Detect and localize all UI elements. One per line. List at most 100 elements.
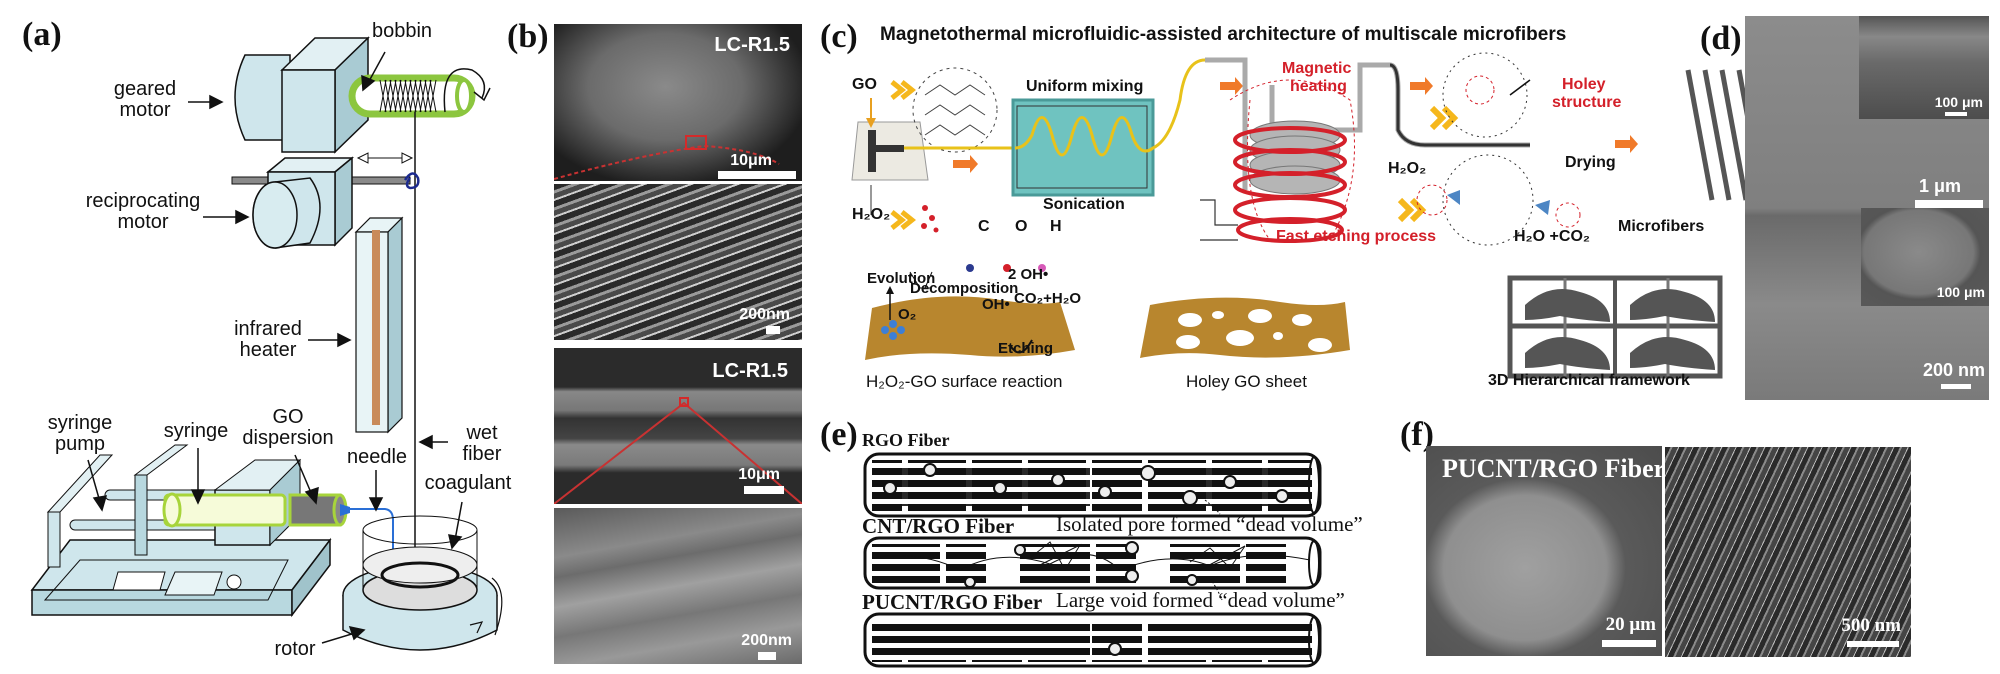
sem-f1-title: PUCNT/RGO Fiber bbox=[1442, 454, 1662, 483]
label-infrared-heater-line2: heater bbox=[239, 339, 297, 361]
fiber-name-rgo: RGO Fiber bbox=[862, 430, 950, 450]
label-rotor: rotor bbox=[274, 638, 316, 660]
sem-d-inset-top-scalebar bbox=[1945, 112, 1967, 116]
fiber-note-large-void: Large void formed “dead volume” bbox=[1056, 588, 1345, 612]
holey-structure-line1: Holey bbox=[1562, 76, 1606, 93]
input-h2o2-label: H₂O₂ bbox=[852, 206, 891, 223]
sem-b3-scale-bar bbox=[744, 486, 784, 494]
reciprocating-motor bbox=[231, 156, 420, 249]
legend-c: C bbox=[978, 218, 990, 235]
label-geared-motor-line2: motor bbox=[119, 99, 171, 121]
reaction-evolution: Evolution bbox=[867, 270, 936, 287]
sem-f2-scale-text: 500 nm bbox=[1841, 615, 1901, 636]
sem-image-b2: 200nm bbox=[554, 184, 802, 340]
legend-o: O bbox=[1015, 218, 1028, 235]
label-go-dispersion-line1: GO bbox=[272, 406, 304, 428]
panel-label-f: (f) bbox=[1400, 416, 1434, 453]
label-reciprocating-motor-line2: motor bbox=[117, 211, 169, 233]
sem-b2-scale-text: 200nm bbox=[739, 306, 790, 323]
label-reciprocating-motor-line1: reciprocating bbox=[85, 190, 201, 212]
rotor-and-coagulant-bath bbox=[342, 515, 503, 651]
sem-b2-scale-bar bbox=[766, 326, 780, 334]
sem-image-f1: PUCNT/RGO Fiber 20 μm bbox=[1426, 446, 1662, 656]
sem-image-d: 100 μm 1 μm 100 μm 200 nm bbox=[1745, 16, 1989, 400]
panel-label-e: (e) bbox=[820, 416, 858, 453]
sem-f1-scale-bar bbox=[1602, 640, 1656, 647]
panel-label-d: (d) bbox=[1700, 20, 1742, 57]
pucnt-rgo-fiber bbox=[863, 612, 1322, 668]
step-uniform-mixing: Uniform mixing bbox=[1026, 78, 1144, 95]
sem-image-f2: 500 nm bbox=[1665, 447, 1911, 657]
sem-d-inset-bottom-scale: 100 μm bbox=[1936, 284, 1985, 300]
reaction-oh-radical: OH• bbox=[982, 296, 1010, 313]
panel-label-b: (b) bbox=[507, 18, 549, 55]
label-syringe: syringe bbox=[163, 420, 229, 442]
label-bobbin: bobbin bbox=[372, 20, 433, 42]
sem-d-inset-top-scale: 100 μm bbox=[1934, 94, 1983, 110]
sem-d-bottom-scale: 200 nm bbox=[1922, 360, 1985, 380]
step-magnetic-heating-line2: heating bbox=[1290, 78, 1347, 95]
caption-3d-framework: 3D Hierarchical framework bbox=[1488, 372, 1690, 389]
geared-motor bbox=[234, 36, 370, 154]
3d-framework bbox=[1507, 275, 1723, 379]
label-infrared-heater-line1: infrared bbox=[234, 318, 302, 340]
sem-f1-scale-text: 20 μm bbox=[1605, 614, 1656, 635]
reaction-co2-h2o: CO₂+H₂O bbox=[1014, 290, 1082, 307]
go-sheets-illustration bbox=[865, 271, 1723, 379]
label-geared-motor-line1: geared bbox=[113, 78, 177, 100]
sem-image-b1: LC-R1.5 10μm bbox=[554, 24, 802, 181]
holey-structure-line2: structure bbox=[1552, 94, 1622, 111]
sem-b4-scale-bar bbox=[758, 652, 776, 660]
panel-c-title: Magnetothermal microfluidic-assisted arc… bbox=[880, 24, 1567, 45]
rgo-fiber bbox=[863, 452, 1322, 518]
label-go-dispersion-line2: dispersion bbox=[242, 427, 334, 449]
sem-d-main-scalebar bbox=[1915, 200, 1983, 208]
sem-d-inset-top bbox=[1859, 16, 1989, 119]
sem-d-bottom-scalebar bbox=[1941, 384, 1971, 389]
fiber-name-cnt-rgo: CNT/RGO Fiber bbox=[862, 514, 1015, 538]
label-coagulant: coagulant bbox=[424, 472, 512, 494]
reaction-o2: O₂ bbox=[898, 306, 917, 323]
fiber-cross-section-diagram bbox=[863, 452, 1322, 668]
label-syringe-pump-line2: pump bbox=[54, 433, 106, 455]
reaction-decomposition: Decomposition bbox=[910, 280, 1019, 297]
reaction-etching: Etching bbox=[998, 340, 1053, 357]
pointer-arrows bbox=[87, 51, 463, 644]
sem-b1-scale-text: 10μm bbox=[730, 152, 772, 169]
sem-f2-scale-bar bbox=[1847, 641, 1899, 647]
panel-label-a: (a) bbox=[22, 16, 62, 53]
caption-surface-reaction: H₂O₂-GO surface reaction bbox=[866, 372, 1063, 391]
sem-b1-sample-label: LC-R1.5 bbox=[714, 34, 790, 56]
sem-d-inset-bottom bbox=[1861, 208, 1989, 306]
cnt-rgo-fiber bbox=[863, 536, 1322, 590]
sem-b4-scale-text: 200nm bbox=[741, 632, 792, 649]
sem-b3-scale-text: 10μm bbox=[738, 466, 780, 483]
reaction-2oh-radical: 2 OH• bbox=[1008, 266, 1049, 283]
sem-image-b3: LC-R1.5 10μm bbox=[554, 348, 802, 504]
step-drying: Drying bbox=[1565, 154, 1616, 171]
fiber-spinning-apparatus-diagram bbox=[30, 36, 503, 651]
step-sonication: Sonication bbox=[1043, 196, 1125, 213]
sem-b3-sample-label: LC-R1.5 bbox=[712, 360, 788, 382]
sem-b1-scale-bar bbox=[718, 171, 796, 179]
legend-h: H bbox=[1050, 218, 1062, 235]
panel-label-c: (c) bbox=[820, 18, 858, 55]
fiber-name-pucnt-rgo: PUCNT/RGO Fiber bbox=[862, 590, 1043, 614]
etching-products-label: H₂O +CO₂ bbox=[1514, 228, 1591, 245]
label-wet-fiber-line1: wet bbox=[466, 422, 498, 444]
syringe bbox=[162, 492, 350, 528]
infrared-heater bbox=[354, 216, 404, 434]
caption-holey-go-sheet: Holey GO sheet bbox=[1186, 372, 1307, 391]
step-fast-etching: Fast etching process bbox=[1276, 228, 1437, 245]
microfibers-label: Microfibers bbox=[1618, 218, 1705, 235]
input-go-label: GO bbox=[852, 76, 877, 93]
label-wet-fiber-line2: fiber bbox=[462, 443, 502, 465]
bobbin bbox=[348, 68, 491, 118]
h2o2-etchant-label: H₂O₂ bbox=[1388, 160, 1427, 177]
step-magnetic-heating-line1: Magnetic bbox=[1282, 60, 1352, 77]
label-syringe-pump-line1: syringe bbox=[47, 412, 113, 434]
sem-image-b4: 200nm bbox=[554, 508, 802, 664]
sem-d-main-scale: 1 μm bbox=[1918, 176, 1961, 196]
label-needle: needle bbox=[346, 446, 408, 468]
syringe-pump bbox=[30, 444, 332, 618]
